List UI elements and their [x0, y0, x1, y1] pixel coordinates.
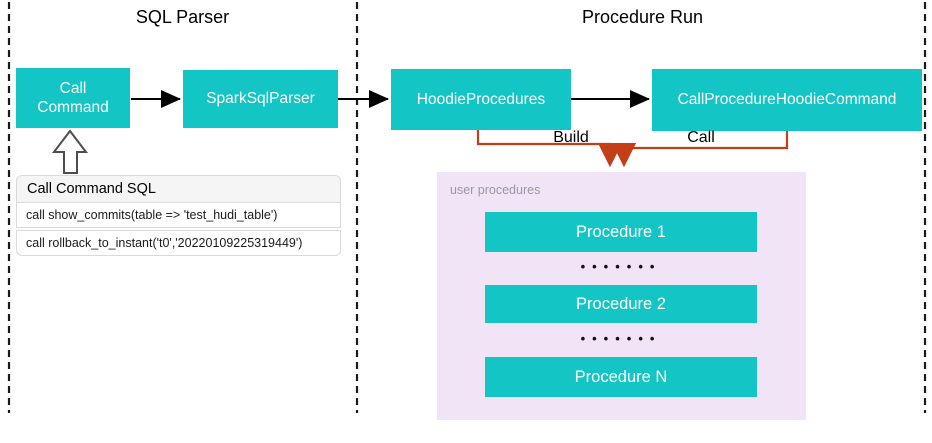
node-call-command: Call Command: [16, 68, 130, 128]
node-hoodie-procedures: HoodieProcedures: [391, 69, 571, 130]
user-procedures-label: user procedures: [450, 183, 541, 197]
edge-label-build: Build: [553, 129, 589, 146]
node-procedure-2: Procedure 2: [485, 285, 757, 323]
node-procedure-1: Procedure 1: [485, 212, 757, 252]
sql-table-row: call rollback_to_instant('t0','202201092…: [16, 230, 341, 256]
ellipsis-dots: •••••••: [580, 331, 662, 346]
panel-title-procedure-run: Procedure Run: [581, 7, 704, 27]
edge-label-call: Call: [687, 129, 715, 146]
sql-table-header: Call Command SQL: [16, 175, 341, 203]
call-command-sql-table: Call Command SQL call show_commits(table…: [16, 175, 341, 256]
node-spark-sql-parser: SparkSqlParser: [183, 70, 338, 128]
panel-title-sql-parser: SQL Parser: [135, 7, 230, 27]
node-procedure-n: Procedure N: [485, 357, 757, 397]
up-arrow-icon: [51, 129, 89, 174]
sql-table-row: call show_commits(table => 'test_hudi_ta…: [16, 203, 341, 228]
ellipsis-dots: •••••••: [580, 259, 662, 274]
node-call-procedure-hoodie-command: CallProcedureHoodieCommand: [652, 69, 922, 131]
